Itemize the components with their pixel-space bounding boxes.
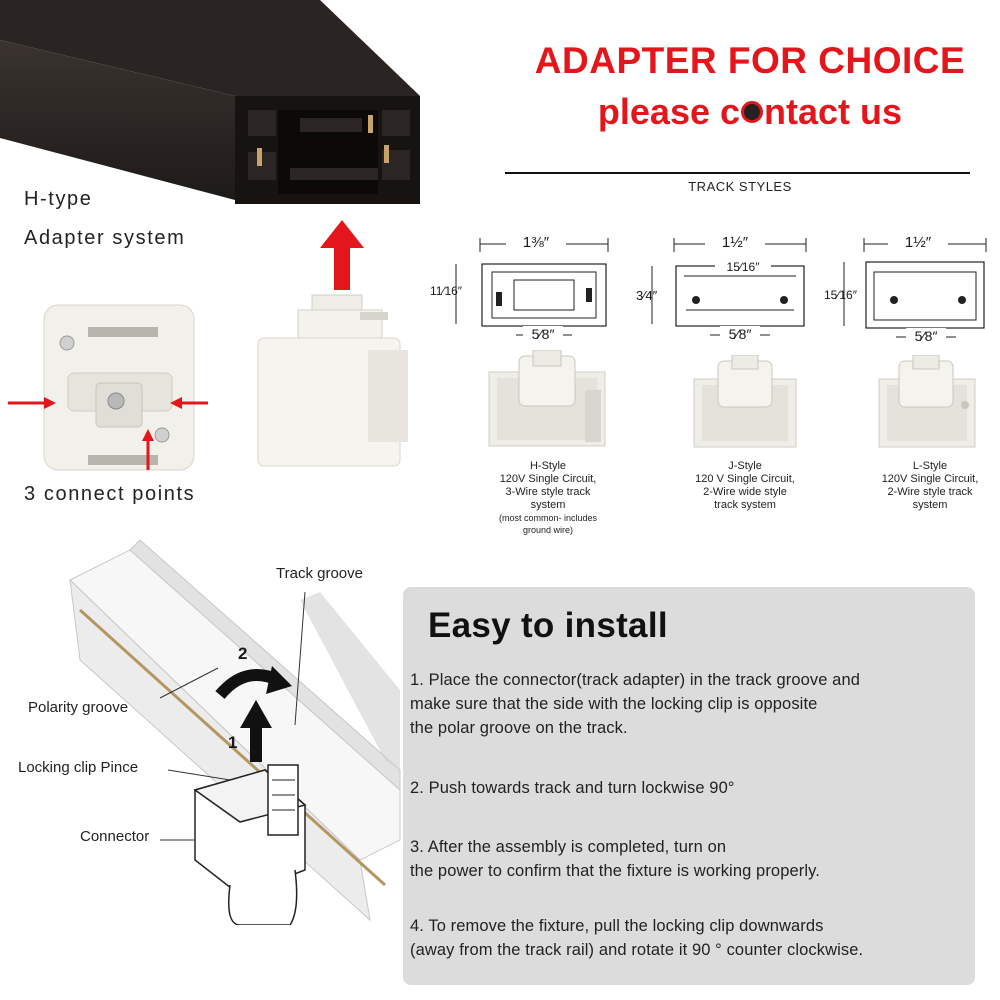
step-2-marker: 2 xyxy=(238,644,248,663)
install-step-1: 1. Place the connector(track adapter) in… xyxy=(410,671,861,737)
h-style-height-label: 11⁄16″ xyxy=(430,284,463,298)
connector-label: Connector xyxy=(80,828,150,845)
adapter-front-illustration xyxy=(8,304,208,471)
contact-strip xyxy=(78,608,387,887)
h-style-bottom-label: 5⁄8″ xyxy=(523,326,563,342)
track-contact-1 xyxy=(368,115,373,133)
install-instructions-panel xyxy=(403,587,975,985)
headline-line-2: please c ntact us xyxy=(505,94,995,130)
j-style-caption: J-Style 120 V Single Circuit, 2-Wire wid… xyxy=(675,460,815,512)
caption-line: 2-Wire style track xyxy=(887,486,973,498)
j-style-bottom-label: 5⁄8″ xyxy=(720,326,760,342)
screw-icon xyxy=(154,427,170,443)
push-arrow-icon xyxy=(240,700,272,762)
j-style-adapter-illustration xyxy=(693,355,797,448)
caption-line: 2-Wire wide style xyxy=(703,486,787,498)
caption-line: H-Style xyxy=(529,460,567,472)
caption-sub-line: (most common- includes xyxy=(498,513,598,523)
adapter-type-label: H-type xyxy=(24,188,93,210)
install-title: Easy to install xyxy=(428,606,668,645)
adapter-side-illustration xyxy=(257,294,408,467)
track-groove-label: Track groove xyxy=(276,565,363,582)
caption-line: system xyxy=(912,499,948,511)
contact-dot-icon xyxy=(741,101,764,124)
install-step-2: 2. Push towards track and turn lockwise … xyxy=(410,779,735,797)
black-track-illustration xyxy=(0,0,420,204)
rotate-arrow-icon xyxy=(266,666,292,694)
j-style-width-label: 1½″ xyxy=(705,234,765,251)
l-style-adapter-illustration xyxy=(878,355,976,448)
l-style-bottom-label: 5⁄8″ xyxy=(906,328,946,344)
h-style-profile xyxy=(455,238,609,336)
headline: ADAPTER FOR CHOICE please c ntact us xyxy=(505,42,995,130)
l-style-width-label: 1½″ xyxy=(888,234,948,251)
l-style-profile xyxy=(843,238,987,338)
caption-line: 3-Wire style track xyxy=(505,486,591,498)
step-1-marker: 1 xyxy=(228,733,238,752)
j-style-inner-label: 15⁄16″ xyxy=(715,260,771,274)
h-style-caption: H-Style 120V Single Circuit, 3-Wire styl… xyxy=(478,460,618,536)
connect-points-label: 3 connect points xyxy=(24,483,196,505)
l-style-height-label: 15⁄16″ xyxy=(824,288,857,302)
track-styles-title: TRACK STYLES xyxy=(688,179,792,194)
caption-line: L-Style xyxy=(912,460,948,472)
caption-line: track system xyxy=(714,499,776,511)
caption-line: 120 V Single Circuit, xyxy=(695,473,795,485)
headline-line-2-end: ntact us xyxy=(764,91,903,132)
polarity-groove-label: Polarity groove xyxy=(28,699,129,716)
j-style-profile xyxy=(651,238,807,336)
install-step-4: 4. To remove the fixture, pull the locki… xyxy=(410,917,864,959)
headline-divider xyxy=(505,172,970,174)
caption-sub-line: ground wire) xyxy=(522,525,574,535)
caption-line: system xyxy=(530,499,566,511)
locking-clip-label: Locking clip Pince xyxy=(18,759,139,776)
track-contact-2 xyxy=(257,148,262,166)
caption-line: 120V Single Circuit, xyxy=(499,473,597,485)
headline-line-1: ADAPTER FOR CHOICE xyxy=(534,40,966,81)
j-style-height-label: 3⁄4″ xyxy=(636,288,658,303)
install-step-3: 3. After the assembly is completed, turn… xyxy=(410,838,820,880)
screw-icon xyxy=(59,335,75,351)
h-style-adapter-illustration xyxy=(488,350,606,447)
caption-line: J-Style xyxy=(728,460,762,472)
h-style-width-label: 1⅜″ xyxy=(506,234,566,251)
insert-arrow-icon xyxy=(320,220,364,290)
l-style-caption: L-Style 120V Single Circuit, 2-Wire styl… xyxy=(860,460,1000,512)
adapter-system-label: Adapter system xyxy=(24,227,186,249)
installation-diagram xyxy=(69,540,401,925)
headline-line-2-start: please c xyxy=(597,91,741,132)
track-contact-3 xyxy=(384,145,389,163)
caption-line: 120V Single Circuit, xyxy=(881,473,979,485)
